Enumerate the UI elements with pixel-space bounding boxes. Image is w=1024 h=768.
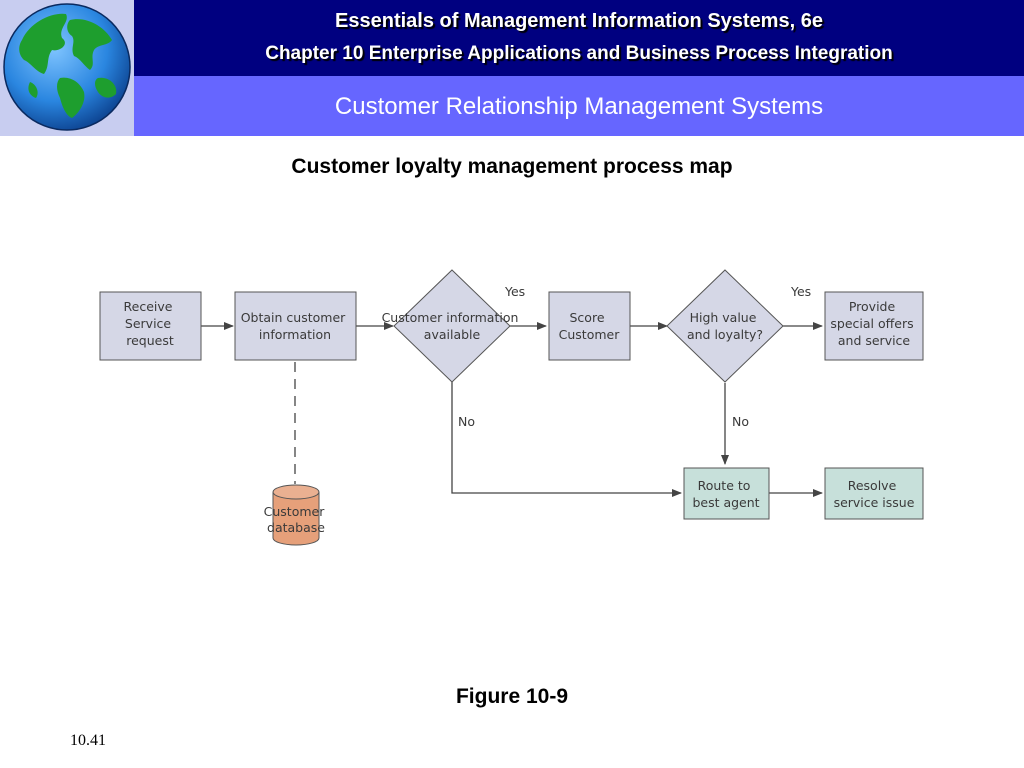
node-provide-line1: Provide: [849, 299, 896, 314]
node-obtain-line1: Obtain customer: [241, 310, 346, 325]
node-resolve-line1: Resolve: [848, 478, 897, 493]
node-route-agent: Route to best agent: [683, 467, 770, 520]
svg-text:Provide special offers: Provide special offers and service: [830, 299, 917, 348]
database-cylinder: Customer database: [264, 484, 329, 546]
decision-highvalue-line1: High value: [690, 310, 757, 325]
svg-text:High value and loyalty?: High value and loyalty?: [687, 310, 763, 342]
svg-text:Resolve service issue: Resolve service issue: [834, 478, 915, 510]
decision-information-available: Customer information available: [382, 269, 523, 383]
node-receive-line1: Receive: [124, 299, 173, 314]
decision-available-line1: Customer information: [382, 310, 519, 325]
edge-label-yes-1: Yes: [504, 284, 525, 299]
edge-label-yes-2: Yes: [790, 284, 811, 299]
node-score-customer: Score Customer: [548, 291, 631, 361]
globe-logo: [0, 0, 135, 136]
decision-highvalue-line2: and loyalty?: [687, 327, 763, 342]
arrow-available-to-route: [451, 382, 682, 497]
node-route-line2: best agent: [692, 495, 759, 510]
section-bar: Customer Relationship Management Systems: [134, 76, 1024, 136]
edge-label-no-1: No: [458, 414, 475, 429]
svg-text:Score Customer: Score Customer: [559, 310, 621, 342]
node-provide-line2: special offers: [830, 316, 913, 331]
database-line1: Customer: [264, 504, 326, 519]
node-route-line1: Route to: [698, 478, 751, 493]
node-receive-request: Receive Service request: [99, 291, 202, 361]
title-bar: Essentials of Management Information Sys…: [134, 0, 1024, 76]
node-resolve-line2: service issue: [834, 495, 915, 510]
node-provide-offers: Provide special offers and service: [824, 291, 924, 361]
node-score-line2: Customer: [559, 327, 621, 342]
svg-text:Customer database: Customer database: [264, 504, 329, 535]
decision-available-line2: available: [424, 327, 481, 342]
svg-text:Receive Service re: Receive Service request: [124, 299, 177, 348]
node-provide-line3: and service: [838, 333, 911, 348]
figure-label: Figure 10-9: [455, 685, 569, 708]
database-line2: database: [267, 520, 325, 535]
diagram-title: Customer loyalty management process map: [291, 155, 733, 178]
edge-label-no-2: No: [732, 414, 749, 429]
node-receive-line3: request: [126, 333, 174, 348]
book-title: Essentials of Management Information Sys…: [335, 10, 823, 32]
page-number: 10.41: [70, 732, 106, 749]
section-title: Customer Relationship Management Systems: [334, 93, 824, 120]
svg-text:Customer information ava: Customer information available: [382, 310, 523, 342]
node-obtain-line2: information: [259, 327, 331, 342]
node-obtain-information: Obtain customer information: [234, 291, 357, 361]
node-resolve-issue: Resolve service issue: [824, 467, 924, 520]
decision-high-value: High value and loyalty?: [666, 269, 784, 383]
svg-text:Route to best agent: Route to best agent: [692, 478, 759, 510]
svg-text:Obtain customer informat: Obtain customer information: [241, 310, 350, 342]
node-receive-line2: Service: [125, 316, 172, 331]
chapter-title: Chapter 10 Enterprise Applications and B…: [265, 43, 893, 64]
node-score-line1: Score: [570, 310, 605, 325]
